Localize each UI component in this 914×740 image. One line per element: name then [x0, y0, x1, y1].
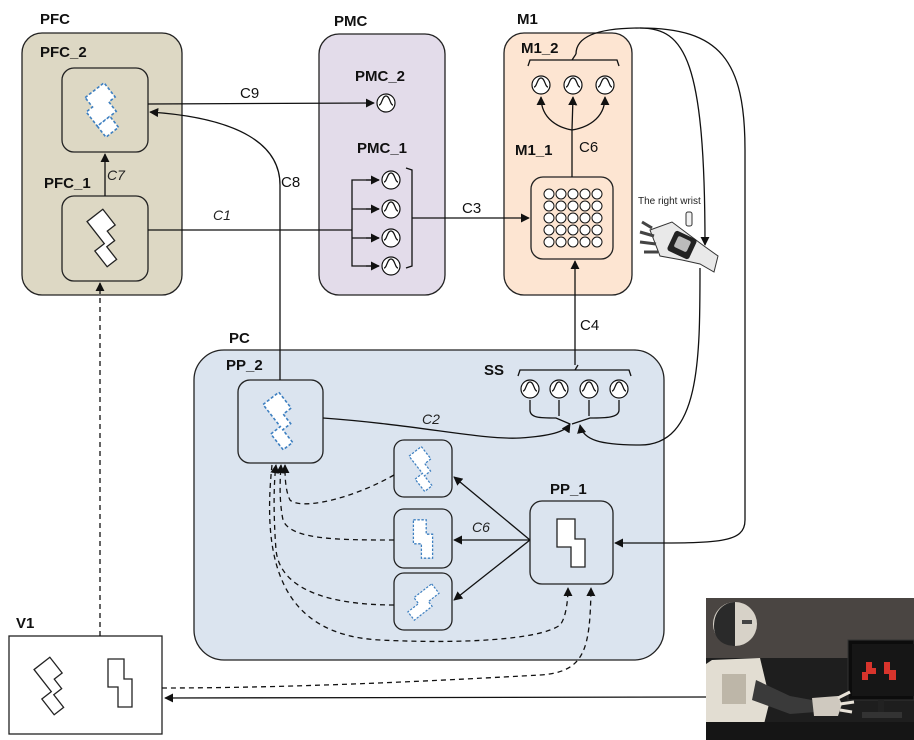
- ss-oscillator-icon: [580, 380, 598, 398]
- pmc-1-label: PMC_1: [357, 140, 407, 157]
- c2-label: C2: [422, 411, 440, 427]
- v1-label: V1: [16, 615, 34, 632]
- ss-oscillator-icon: [521, 380, 539, 398]
- m1-1-neuron-grid: [544, 189, 602, 247]
- robot-photo: [706, 598, 914, 740]
- pc-label: PC: [229, 330, 250, 347]
- m1-label: M1: [517, 11, 538, 28]
- c4-label: C4: [580, 317, 599, 334]
- pmc-2-label: PMC_2: [355, 68, 405, 85]
- pfc-2-label: PFC_2: [40, 44, 87, 61]
- c6-pc-label: C6: [472, 519, 490, 535]
- pfc-1-label: PFC_1: [44, 175, 91, 192]
- pmc-label: PMC: [334, 13, 368, 30]
- v1-region: [9, 636, 162, 734]
- c3-label: C3: [462, 200, 481, 217]
- c1-label: C1: [213, 207, 231, 223]
- m1-2-label: M1_2: [521, 40, 559, 57]
- pp-1-label: PP_1: [550, 481, 587, 498]
- pmc-2-oscillator-icon: [377, 94, 395, 112]
- c7-label: C7: [107, 167, 126, 183]
- m1-1-label: M1_1: [515, 142, 553, 159]
- pmc-1-oscillator-icon: [382, 200, 400, 218]
- m1-2-oscillator-icon: [564, 76, 582, 94]
- pmc-1-oscillator-icon: [382, 229, 400, 247]
- wrist-label: The right wrist: [638, 196, 701, 207]
- pmc-1-oscillator-icon: [382, 257, 400, 275]
- ss-oscillator-icon: [550, 380, 568, 398]
- ss-oscillator-icon: [610, 380, 628, 398]
- ss-label: SS: [484, 362, 504, 379]
- m1-2-oscillator-icon: [532, 76, 550, 94]
- c9-label: C9: [240, 85, 259, 102]
- pmc-1-oscillator-icon: [382, 171, 400, 189]
- right-wrist-illustration: [640, 212, 718, 272]
- c8-label: C8: [281, 174, 300, 191]
- m1-2-oscillator-icon: [596, 76, 614, 94]
- pp-2-label: PP_2: [226, 357, 263, 374]
- pfc-label: PFC: [40, 11, 70, 28]
- robot-to-v1-connection: [165, 697, 706, 698]
- c6-m1-label: C6: [579, 139, 598, 156]
